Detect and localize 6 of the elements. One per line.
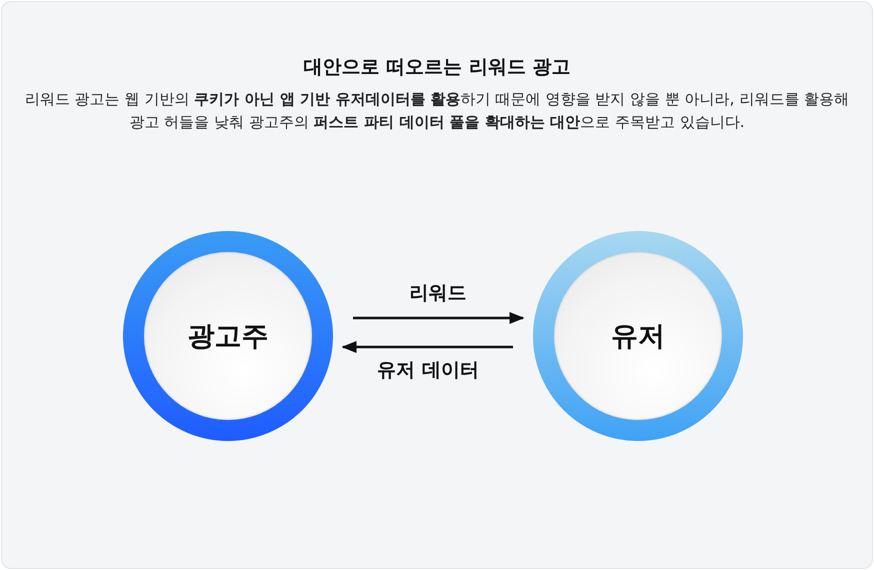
title: 대안으로 떠오르는 리워드 광고 [302,55,572,80]
description-text: 리워드 광고는 웹 기반의 쿠키가 아닌 앱 기반 유저데이터를 활용하기 때문에 영향을 받지 않을 뿐 아니라, 리워드를 활용해 광고 허들을 낮춰 광고주의 퍼스트 파티 데이터 풀을 확대하는 대안으로 주목받고 있습니다. [24,89,850,133]
arrow [342,341,513,353]
arrow [353,312,524,324]
node-label: 유저 [611,320,665,354]
node-label: 광고주 [188,320,268,354]
